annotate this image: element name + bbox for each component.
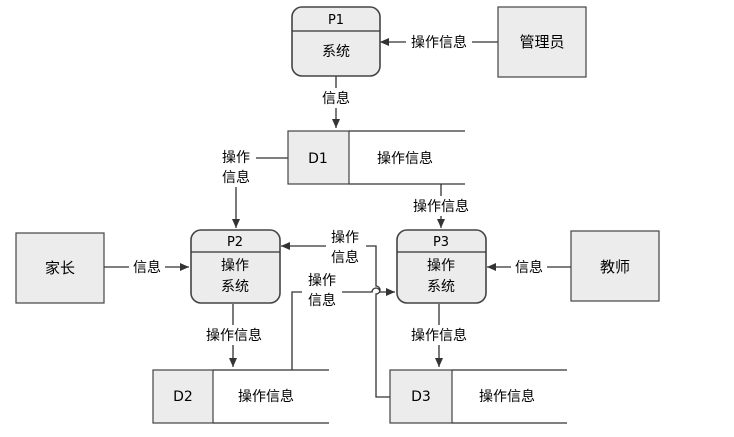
process-p2-name-line2: 系统 [221,279,249,295]
store-d1-id: D1 [308,151,328,167]
store-d2-name: 操作信息 [238,388,294,405]
label-p2-to-d2: 操作信息 [206,327,262,344]
store-d2-id: D2 [173,389,193,405]
process-p1-name: 系统 [322,44,350,60]
process-p3-name-line2: 系统 [427,279,455,295]
entity-parent: 家长 [15,232,105,304]
process-p3-id: P3 [433,235,449,250]
store-d3: D3 操作信息 [389,369,567,424]
process-p1: P1 系统 [291,6,381,77]
process-p2-id: P2 [227,235,243,250]
label-d3-to-p2-line2: 信息 [331,249,359,266]
label-d2-to-p3-line1: 操作 [308,273,336,289]
entity-teacher: 教师 [570,230,660,302]
label-parent-to-p2: 信息 [133,259,161,276]
store-d2: D2 操作信息 [152,369,329,424]
store-d3-id: D3 [411,389,431,405]
entity-teacher-label: 教师 [600,258,630,276]
process-p1-id: P1 [328,13,344,28]
store-d1: D1 操作信息 [287,130,465,185]
entity-admin-label: 管理员 [519,33,564,51]
store-d3-name: 操作信息 [479,388,535,405]
entity-admin: 管理员 [497,6,587,78]
label-p3-to-d3: 操作信息 [411,327,467,344]
entity-parent-label: 家长 [45,259,75,277]
label-d1-to-p3: 操作信息 [413,198,469,215]
label-d3-to-p2-line1: 操作 [331,230,359,246]
label-teacher-to-p3: 信息 [515,259,543,276]
flow-d2-to-p3 [291,287,395,370]
label-p1-to-d1: 信息 [322,90,350,107]
store-d1-name: 操作信息 [377,150,433,167]
process-p2: P2 操作 系统 [190,229,281,304]
label-d1-to-p2-line2: 信息 [222,169,250,186]
process-p3-name-line1: 操作 [427,258,455,274]
label-d2-to-p3-line2: 信息 [308,292,336,309]
label-d1-to-p2-line1: 操作 [222,150,250,166]
label-admin-to-p1: 操作信息 [411,34,467,51]
process-p3: P3 操作 系统 [396,229,487,304]
flow-d3-to-p2 [281,242,390,398]
process-p2-name-line1: 操作 [221,258,249,274]
